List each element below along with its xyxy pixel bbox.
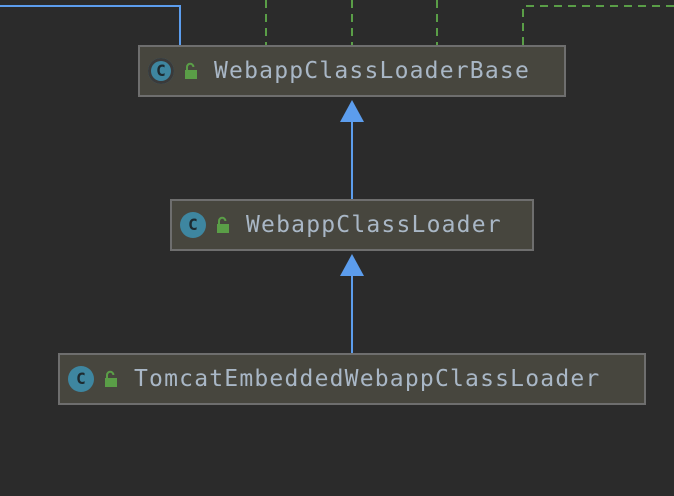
class-badge-letter: C [188, 215, 198, 234]
unlock-icon [217, 216, 229, 233]
extends-arrowhead [340, 254, 364, 276]
class-badge-letter: C [76, 369, 86, 388]
class-badge-letter: C [156, 61, 166, 80]
class-node-tomcat-embedded-webapp-class-loader[interactable]: C TomcatEmbeddedWebappClassLoader [58, 353, 646, 405]
class-name-label: WebappClassLoader [246, 212, 502, 238]
unlock-icon [185, 62, 197, 79]
unlock-icon [105, 370, 117, 387]
class-name-label: WebappClassLoaderBase [214, 58, 530, 84]
class-icon: C [68, 366, 94, 392]
class-icon: C [180, 212, 206, 238]
class-node-webapp-class-loader-base[interactable]: C WebappClassLoaderBase [138, 45, 566, 97]
abstract-class-icon: C [148, 58, 174, 84]
class-node-webapp-class-loader[interactable]: C WebappClassLoader [170, 199, 534, 251]
extends-edge-offscreen [0, 5, 181, 45]
implements-edge-offscreen [522, 5, 674, 45]
class-name-label: TomcatEmbeddedWebappClassLoader [134, 366, 601, 392]
extends-arrowhead [340, 100, 364, 122]
